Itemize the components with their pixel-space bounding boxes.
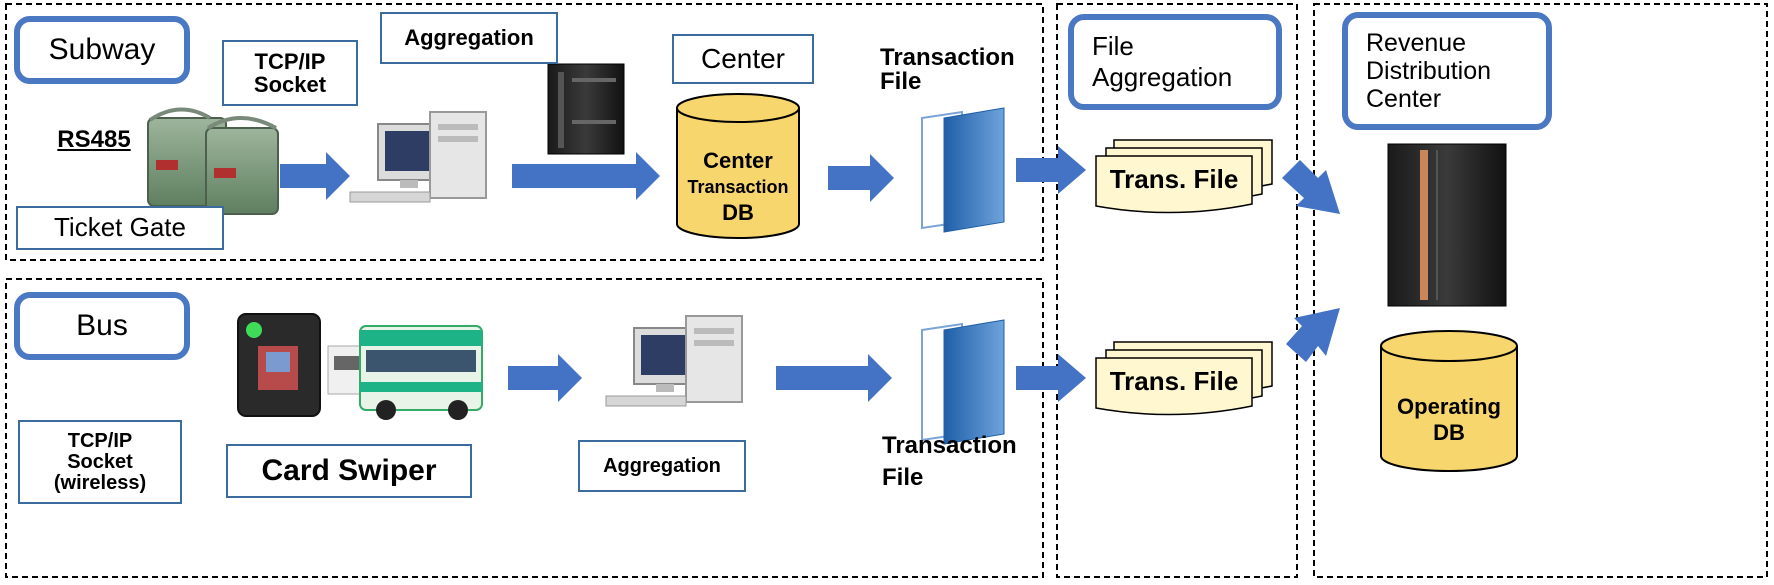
ticket-gate-label: Ticket Gate: [54, 212, 186, 243]
revenue-server-icon: [1387, 143, 1507, 307]
file-aggregation-title-box: File Aggregation: [1068, 14, 1282, 110]
arrow-db-to-file: [828, 154, 894, 202]
revenue-title-box: Revenue Distribution Center: [1342, 12, 1552, 130]
revenue-title-line1: Revenue: [1366, 28, 1467, 57]
arrow-swiper-to-aggregation: [508, 354, 582, 402]
center-transaction-db-icon: [676, 93, 800, 239]
bus-protocol-line3: (wireless): [53, 471, 147, 494]
revenue-title-line3: Center: [1366, 85, 1442, 114]
bus-file-label-line1: Transaction: [882, 432, 1017, 459]
arrow-aggregation-to-bus-file: [776, 354, 892, 402]
bus-aggregation-computer-icon: [605, 315, 743, 407]
file-aggregation-frame: [1056, 3, 1298, 578]
subway-transaction-file-label: Transaction File: [880, 46, 1040, 94]
center-server-icon: [547, 63, 625, 155]
bus-protocol-line1: TCP/IP: [67, 429, 133, 452]
subway-protocol-line1: TCP/IP: [254, 48, 326, 74]
bus-aggregation-label: Aggregation: [603, 454, 721, 477]
center-transaction-db-label: Center Transaction DB: [677, 150, 799, 224]
ticket-gate-box: Ticket Gate: [16, 206, 224, 250]
arrow-bottom-stack-to-revenue: [1286, 308, 1340, 362]
subway-protocol-line2: Socket: [253, 72, 327, 97]
aggregation-computer-icon: [349, 111, 487, 203]
operating-db-line2: DB: [1433, 420, 1465, 445]
revenue-center-frame: [1313, 3, 1768, 578]
arrow-top-stack-to-revenue: [1282, 160, 1340, 214]
bus-aggregation-box: Aggregation: [578, 440, 746, 492]
subway-group-frame: [5, 3, 1044, 261]
bus-vehicle-icon: [327, 325, 483, 420]
subway-title-box: Subway: [14, 16, 190, 84]
subway-protocol-box: TCP/IP Socket: [222, 40, 358, 106]
rs485-label: RS485: [57, 126, 131, 153]
ticket-gate-icon: [147, 107, 279, 215]
file-aggregation-line2: Aggregation: [1092, 62, 1233, 92]
card-swiper-label: Card Swiper: [261, 454, 437, 488]
bus-protocol-line2: Socket: [67, 450, 133, 473]
trans-file-bottom-label: Trans. File: [1109, 366, 1239, 396]
arrow-bus-file-to-stack: [1016, 354, 1086, 402]
operating-db-icon: [1380, 330, 1518, 472]
center-db-line2: Transaction: [687, 177, 789, 197]
bus-group-frame: [5, 278, 1044, 578]
bus-file-label-line2: File: [882, 464, 924, 491]
center-label: Center: [700, 43, 786, 75]
card-reader-icon: [237, 313, 321, 417]
arrow-gate-to-aggregation: [280, 152, 350, 200]
subway-file-label-line1: Transaction: [880, 44, 1015, 71]
center-box: Center: [672, 34, 814, 84]
arrow-subway-file-to-stack: [1016, 146, 1086, 194]
trans-file-stack-bottom: [1095, 341, 1273, 416]
file-aggregation-line1: File: [1092, 30, 1134, 61]
bus-protocol-box: TCP/IP Socket (wireless): [18, 420, 182, 504]
subway-file-label-line2: File: [880, 68, 922, 95]
bus-transaction-file-label: Transaction File: [882, 434, 1042, 490]
operating-db-label: Operating DB: [1381, 396, 1517, 444]
center-db-line3: DB: [722, 200, 754, 225]
subway-aggregation-box: Aggregation: [380, 12, 558, 64]
revenue-title-line2: Distribution: [1366, 56, 1492, 85]
trans-file-top-label: Trans. File: [1109, 164, 1239, 194]
subway-transaction-file-icon: [921, 107, 1005, 233]
trans-file-stack-top: [1095, 139, 1273, 214]
operating-db-line1: Operating: [1397, 394, 1501, 419]
flow-arrows: [280, 146, 1340, 402]
bus-title: Bus: [76, 309, 128, 343]
subway-title: Subway: [48, 33, 156, 67]
subway-aggregation-label: Aggregation: [404, 25, 534, 51]
bus-transaction-file-icon: [921, 319, 1005, 445]
arrow-aggregation-to-db: [512, 152, 660, 200]
center-db-line1: Center: [703, 148, 773, 173]
bus-title-box: Bus: [14, 292, 190, 360]
card-swiper-box: Card Swiper: [226, 444, 472, 498]
